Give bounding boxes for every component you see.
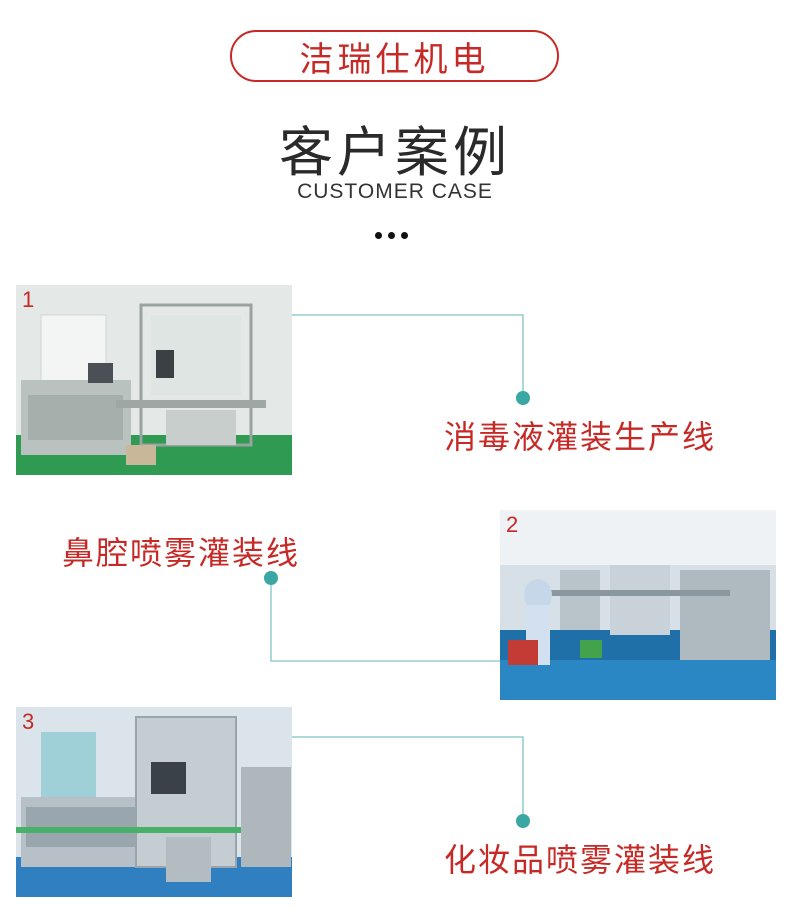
case-number-3: 3 bbox=[22, 709, 35, 734]
ellipsis-divider bbox=[375, 232, 408, 239]
connector-dot-3 bbox=[516, 814, 530, 828]
page-title: 客户案例 bbox=[279, 121, 511, 184]
connector-dot-1 bbox=[516, 391, 530, 405]
case-photo-3: 3 bbox=[16, 707, 292, 897]
case-number-1: 1 bbox=[22, 287, 35, 312]
brand-name: 洁瑞仕机电 bbox=[299, 39, 490, 80]
connector-dot-2 bbox=[264, 571, 278, 585]
brand-badge: 洁瑞仕机电 bbox=[230, 30, 559, 82]
case-photo-1: 1 bbox=[16, 285, 292, 475]
page-subtitle: CUSTOMER CASE bbox=[297, 180, 493, 203]
case-photo-2: 2 bbox=[500, 510, 776, 700]
case-label-1: 消毒液灌装生产线 bbox=[444, 418, 717, 456]
case-number-2: 2 bbox=[506, 512, 519, 537]
case-label-2: 鼻腔喷雾灌装线 bbox=[62, 534, 301, 572]
case-label-3: 化妆品喷雾灌装线 bbox=[444, 841, 717, 879]
